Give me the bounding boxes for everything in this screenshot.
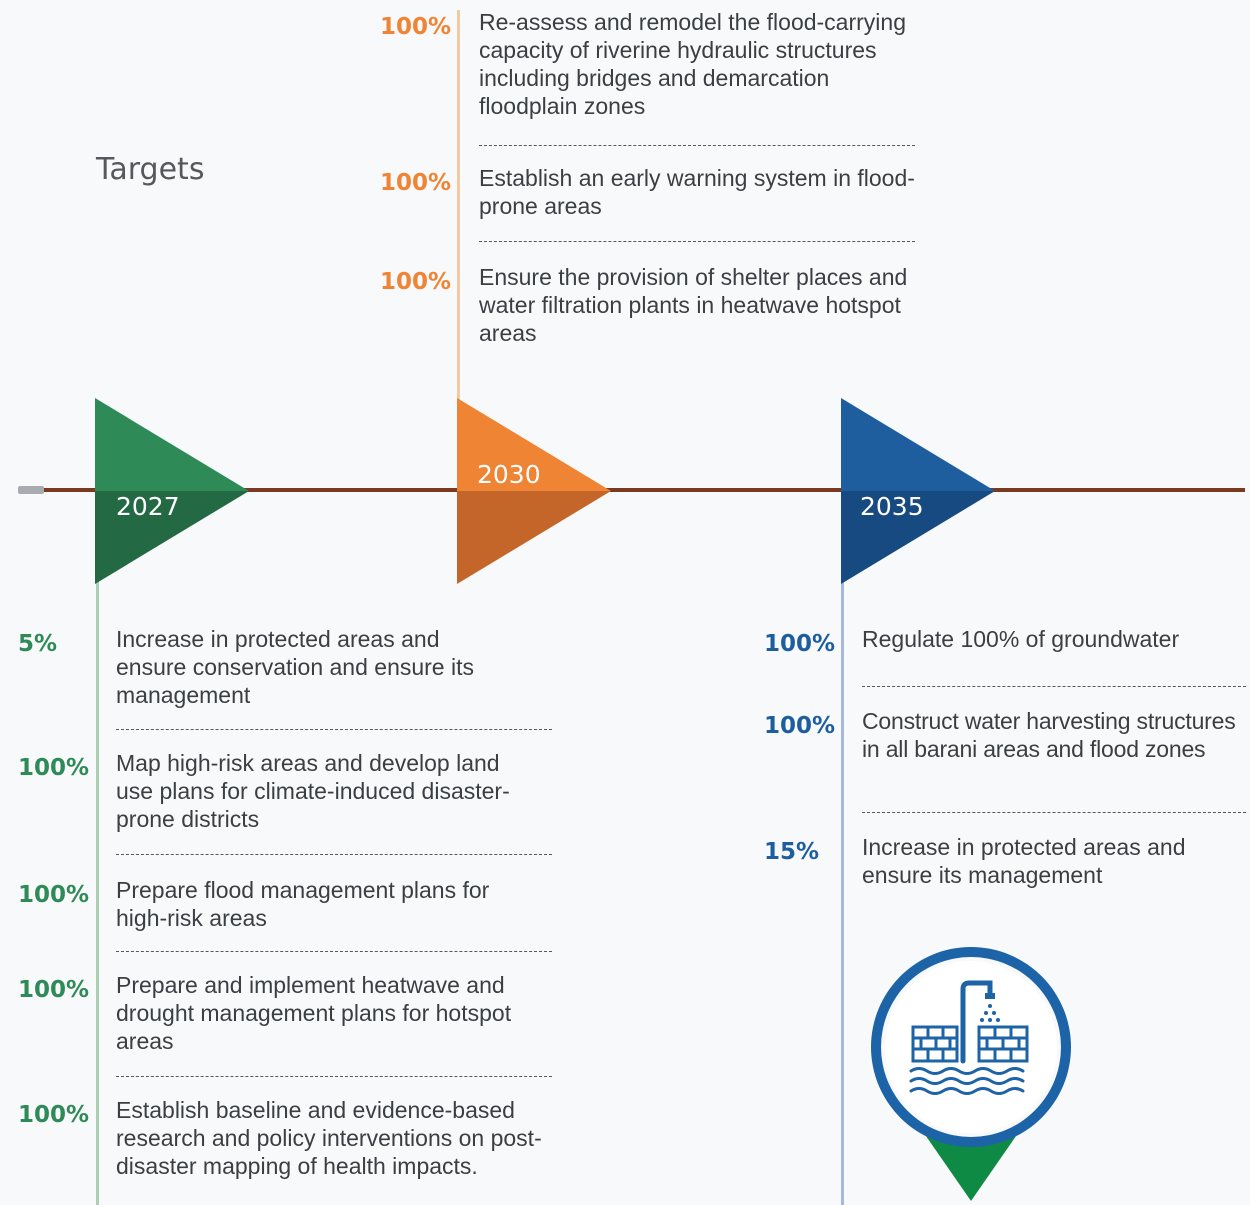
target-2027-4-percent: 100% [18, 977, 90, 1003]
timeline-line [40, 488, 1245, 492]
target-2030-2-text: Establish an early warning system in flo… [479, 165, 915, 219]
divider [116, 854, 552, 855]
target-2030-1-percent: 100% [380, 14, 452, 40]
target-2027-3-text: Prepare flood management plans for high-… [116, 877, 490, 931]
target-2035-2-text: Construct water harvesting structures in… [862, 708, 1236, 762]
connector-2027 [96, 578, 99, 1205]
target-2030-2-percent: 100% [380, 170, 452, 196]
target-2027-5-percent: 100% [18, 1102, 90, 1128]
target-2027-1-percent: 5% [18, 631, 58, 657]
connector-2035 [841, 578, 844, 1205]
target-2027-4-text: Prepare and implement heatwave and droug… [116, 972, 512, 1054]
divider [862, 686, 1246, 687]
target-2030-3-text: Ensure the provision of shelter places a… [479, 264, 908, 346]
divider [116, 729, 552, 730]
target-2035-2-percent: 100% [764, 713, 836, 739]
target-2027-2-percent: 100% [18, 755, 90, 781]
target-2030-1-text: Re-assess and remodel the flood-carrying… [479, 9, 906, 119]
divider [862, 812, 1246, 813]
divider [479, 145, 915, 146]
marker-2027 [95, 398, 249, 584]
divider [116, 951, 552, 952]
timeline-start-cap [18, 486, 44, 494]
target-2027-2-text: Map high-risk areas and develop land use… [116, 750, 510, 832]
targets-heading: Targets [96, 152, 205, 187]
target-2027-1-text: Increase in protected areas and ensure c… [116, 626, 474, 708]
marker-2030 [457, 398, 611, 584]
target-2035-3-percent: 15% [764, 839, 820, 865]
target-2030-3-percent: 100% [380, 269, 452, 295]
target-2035-1-percent: 100% [764, 631, 836, 657]
connector-2030 [457, 10, 460, 402]
year-label-2027: 2027 [116, 492, 180, 521]
marker-2035 [841, 398, 995, 584]
target-2035-3-text: Increase in protected areas and ensure i… [862, 834, 1186, 888]
target-2027-5-text: Establish baseline and evidence-based re… [116, 1097, 542, 1179]
divider [479, 241, 915, 242]
year-label-2035: 2035 [860, 492, 924, 521]
year-label-2030: 2030 [477, 460, 541, 489]
target-2035-1-text: Regulate 100% of groundwater [862, 626, 1180, 652]
water-harvesting-structure-icon [871, 947, 1071, 1201]
divider [116, 1076, 552, 1077]
target-2027-3-percent: 100% [18, 882, 90, 908]
